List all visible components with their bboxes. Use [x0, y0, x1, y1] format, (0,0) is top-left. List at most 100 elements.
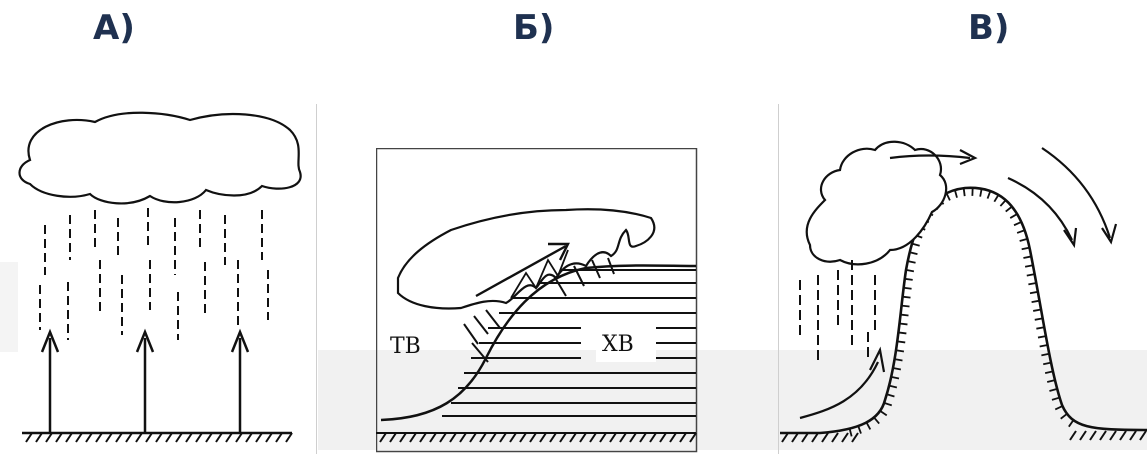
hatch-mark [1080, 431, 1086, 440]
slope-hatch [1017, 230, 1025, 233]
frontal-cloud [398, 209, 654, 308]
hatch-mark [610, 433, 616, 442]
slope-hatch [850, 429, 852, 437]
hatch-mark [500, 433, 506, 442]
hatch-mark [630, 433, 636, 442]
slope-hatch [902, 306, 910, 307]
hatch-mark [540, 433, 546, 442]
slope-hatch [1025, 265, 1033, 266]
hatch-mark [430, 433, 436, 442]
hatch-mark [206, 433, 212, 442]
hatch-mark [1090, 431, 1096, 440]
slope-hatch [1010, 214, 1017, 218]
slope-hatch [988, 191, 991, 199]
panel-a-diagram [0, 100, 316, 453]
hatch-mark [680, 433, 686, 442]
hatch-mark [76, 433, 82, 442]
slope-hatch [1055, 406, 1062, 409]
panel-v-diagram [780, 100, 1147, 453]
hatch-mark [216, 433, 222, 442]
hatch-mark [156, 433, 162, 442]
cold-air-label: ХВ [602, 332, 634, 357]
slope-hatch [889, 386, 897, 388]
updraft-arrows [42, 332, 248, 433]
slope-hatch [884, 403, 892, 405]
slope-hatch [893, 368, 901, 369]
slope-hatch [946, 193, 949, 200]
hatch-mark [380, 433, 386, 442]
hatch-mark [490, 433, 496, 442]
hatch-mark [792, 433, 798, 442]
hatch-mark [1140, 431, 1146, 440]
hatch-mark [520, 433, 526, 442]
hatch-mark [1100, 431, 1106, 440]
hatch-mark [812, 433, 818, 442]
slope-hatch [908, 261, 916, 263]
slope-hatch [1020, 239, 1028, 241]
hatch-mark [410, 433, 416, 442]
hatch-mark [116, 433, 122, 442]
cloud [20, 113, 301, 204]
orographic-cloud [807, 142, 946, 265]
slope-hatch [1022, 248, 1030, 250]
hatch-mark [600, 433, 606, 442]
slope-hatch [896, 350, 904, 351]
slope-hatch [887, 394, 895, 396]
hatch-mark [196, 433, 202, 442]
hatch-mark [136, 433, 142, 442]
slope-hatch [1000, 200, 1005, 206]
slope-hatch [874, 417, 879, 423]
slope-hatch [1014, 222, 1021, 225]
slope-hatch [903, 297, 911, 298]
slope-hatch [964, 188, 965, 196]
slope-hatch [1038, 336, 1046, 337]
hatch-mark [400, 433, 406, 442]
hatch-mark [570, 433, 576, 442]
hatch-mark [66, 433, 72, 442]
hatch-mark [640, 433, 646, 442]
slope-hatch [904, 288, 912, 289]
slope-hatch [1043, 363, 1051, 365]
slope-hatch [880, 411, 887, 415]
hatch-mark [106, 433, 112, 442]
hatch-mark [1070, 431, 1076, 440]
hatch-mark [560, 433, 566, 442]
divider-2 [778, 104, 779, 454]
hatch-mark [1110, 431, 1116, 440]
hatch-mark [852, 433, 858, 442]
slope-hatch [901, 315, 909, 316]
hatch-mark [660, 433, 666, 442]
hatch-mark [480, 433, 486, 442]
hatch-mark [236, 433, 242, 442]
slope-hatch [1028, 283, 1036, 284]
slope-hatch [858, 426, 861, 434]
hatch-mark [1130, 431, 1136, 440]
slope-hatch [1049, 389, 1057, 391]
hatch-mark [470, 433, 476, 442]
hatch-mark [1120, 431, 1126, 440]
hatch-mark [26, 433, 32, 442]
slope-hatch [994, 195, 998, 202]
hatch-mark [420, 433, 426, 442]
hatch-mark [782, 433, 788, 442]
hatch-mark [266, 433, 272, 442]
hatch-mark [126, 433, 132, 442]
hatch-mark [226, 433, 232, 442]
slope-hatch [895, 359, 903, 360]
hatch-mark [176, 433, 182, 442]
slope-hatch [1035, 318, 1043, 319]
slope-hatch [1045, 371, 1053, 373]
hatch-mark [390, 433, 396, 442]
hatch-mark [450, 433, 456, 442]
slope-hatch [866, 422, 870, 429]
hatch-mark [590, 433, 596, 442]
hatch-mark [620, 433, 626, 442]
hatch-mark [86, 433, 92, 442]
slope-hatch [910, 252, 918, 254]
hatch-mark [36, 433, 42, 442]
hatch-mark [650, 433, 656, 442]
slope-hatch [980, 189, 981, 197]
slope-hatch [897, 341, 905, 342]
hatch-mark [146, 433, 152, 442]
hatch-mark [832, 433, 838, 442]
